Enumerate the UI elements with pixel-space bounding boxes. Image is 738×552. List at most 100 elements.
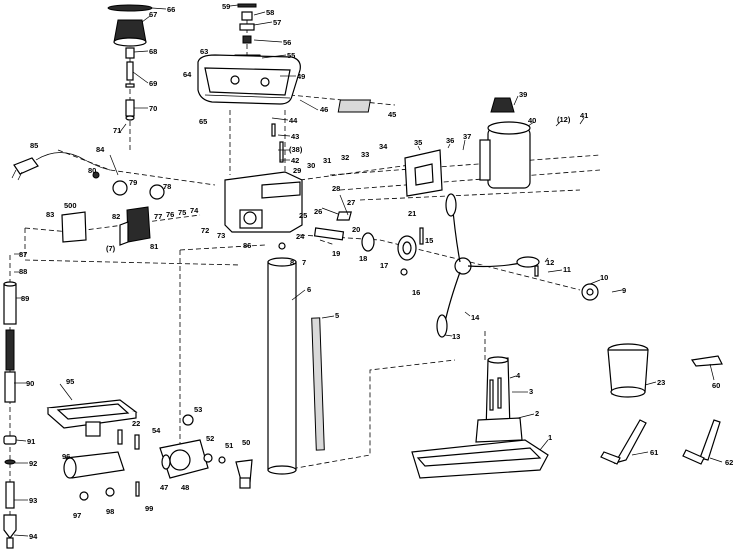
label-10: 10 <box>600 273 608 282</box>
rack <box>311 317 325 451</box>
label-1: 1 <box>548 433 552 442</box>
label-89: 89 <box>21 294 29 303</box>
label-19: 19 <box>332 249 340 258</box>
label-62: 62 <box>725 458 733 467</box>
label-82: 82 <box>112 212 120 221</box>
label-79: 79 <box>129 178 137 187</box>
label-68: 68 <box>149 47 157 56</box>
spindle-stack <box>3 281 17 549</box>
label-5: 5 <box>335 311 339 320</box>
drift-wedge <box>690 355 723 367</box>
label-48: 48 <box>181 483 189 492</box>
label-20: 20 <box>352 225 360 234</box>
part-number-labels: 66 67 68 69 70 71 59 58 57 56 55 49 63 6… <box>19 2 733 541</box>
label-71: 71 <box>113 126 121 135</box>
label-83: 83 <box>46 210 54 219</box>
base-assembly <box>411 356 549 479</box>
label-7p: (7) <box>106 244 116 253</box>
label-74: 74 <box>190 206 199 215</box>
label-22: 22 <box>132 419 140 428</box>
label-84: 84 <box>96 145 105 154</box>
label-31: 31 <box>323 156 331 165</box>
fasteners <box>79 123 599 501</box>
feed-handles <box>436 193 540 338</box>
leader-lines <box>13 4 723 537</box>
label-99: 99 <box>145 504 153 513</box>
label-3: 3 <box>529 387 533 396</box>
label-21: 21 <box>408 209 416 218</box>
label-96: 96 <box>62 452 70 461</box>
work-table <box>46 399 138 437</box>
label-70: 70 <box>149 104 157 113</box>
head-casting <box>224 171 303 233</box>
label-91: 91 <box>27 437 35 446</box>
label-80: 80 <box>88 166 96 175</box>
label-55: 55 <box>287 51 295 60</box>
label-73: 73 <box>217 231 225 240</box>
label-33: 33 <box>361 150 369 159</box>
label-32: 32 <box>341 153 349 162</box>
label-45: 45 <box>388 110 396 119</box>
label-93: 93 <box>29 496 37 505</box>
table-bracket <box>159 439 209 479</box>
label-76: 76 <box>166 210 174 219</box>
label-66: 66 <box>167 5 175 14</box>
belt-cover <box>197 54 301 105</box>
label-12: 12 <box>546 258 554 267</box>
label-88: 88 <box>19 267 27 276</box>
label-30: 30 <box>307 161 315 170</box>
label-38p: (38) <box>289 145 303 154</box>
label-87: 87 <box>19 250 27 259</box>
label-23: 23 <box>657 378 665 387</box>
power-cord <box>11 152 111 181</box>
label-41: 41 <box>580 111 588 120</box>
label-27: 27 <box>347 198 355 207</box>
quill <box>607 343 649 398</box>
label-43: 43 <box>291 132 299 141</box>
label-56: 56 <box>283 38 291 47</box>
label-24: 24 <box>296 232 305 241</box>
label-49: 49 <box>297 72 305 81</box>
label-72: 72 <box>201 226 209 235</box>
label-42: 42 <box>291 156 299 165</box>
label-78: 78 <box>163 182 171 191</box>
label-36: 36 <box>446 136 454 145</box>
label-86: 86 <box>243 241 251 250</box>
crank-handle <box>235 459 253 489</box>
label-8: 8 <box>290 258 294 267</box>
label-95: 95 <box>66 377 74 386</box>
motor <box>479 97 531 189</box>
label-58: 58 <box>266 8 274 17</box>
label-77: 77 <box>154 212 162 221</box>
label-98: 98 <box>106 507 114 516</box>
label-59: 59 <box>222 2 230 11</box>
label-18: 18 <box>359 254 367 263</box>
label-67: 67 <box>149 10 157 19</box>
label-9: 9 <box>622 286 626 295</box>
label-61: 61 <box>650 448 658 457</box>
label-51: 51 <box>225 441 233 450</box>
label-25: 25 <box>299 211 307 220</box>
label-64: 64 <box>183 70 192 79</box>
label-65: 65 <box>199 117 207 126</box>
pulley-stack-left <box>107 4 153 121</box>
label-90: 90 <box>26 379 34 388</box>
label-44: 44 <box>289 116 298 125</box>
label-40: 40 <box>528 116 536 125</box>
table-arm <box>63 451 125 479</box>
label-12p: (12) <box>557 115 571 124</box>
label-47: 47 <box>160 483 168 492</box>
label-28: 28 <box>332 184 340 193</box>
label-6: 6 <box>307 285 311 294</box>
label-54: 54 <box>152 426 161 435</box>
label-15: 15 <box>425 236 433 245</box>
label-13: 13 <box>452 332 460 341</box>
column <box>267 257 297 475</box>
label-63: 63 <box>200 47 208 56</box>
label-92: 92 <box>29 459 37 468</box>
label-16: 16 <box>412 288 420 297</box>
label-75: 75 <box>178 208 186 217</box>
label-plate-45 <box>337 99 371 113</box>
label-94: 94 <box>29 532 38 541</box>
